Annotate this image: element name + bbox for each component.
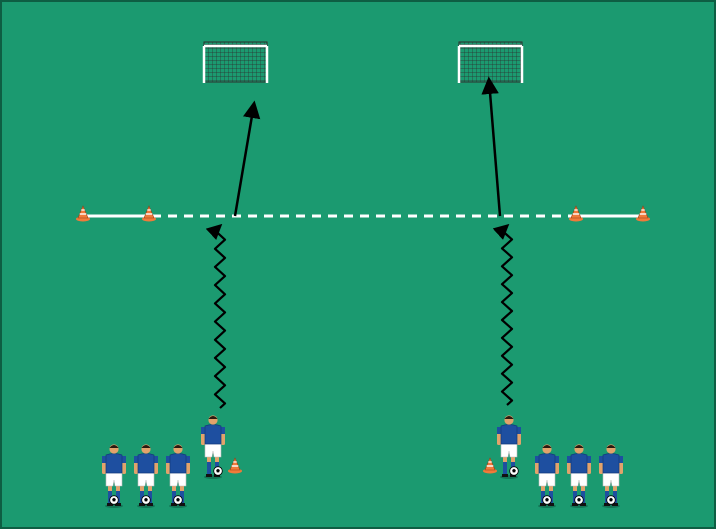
player-dribbler-left (201, 415, 225, 479)
cone-line-far-left (76, 205, 90, 222)
cone-line-far-right (636, 205, 650, 222)
player-dribbler-right (497, 415, 521, 479)
player-waiting-right-2 (567, 444, 591, 508)
cone-start-left (228, 457, 242, 474)
cone-start-right (483, 457, 497, 474)
player-waiting-left-1 (102, 444, 126, 508)
cones (76, 205, 650, 474)
shot-arrow-left (233, 100, 261, 217)
dribble-path-right (492, 223, 514, 406)
shot-arrow-right (481, 76, 502, 217)
player-waiting-right-1 (535, 444, 559, 508)
goal-right (457, 41, 524, 83)
player-waiting-left-3 (166, 444, 190, 508)
dribble-squiggle (205, 223, 227, 409)
dribble-squiggle (492, 223, 514, 406)
player-waiting-left-2 (134, 444, 158, 508)
cone-line-right (569, 205, 583, 222)
dribble-path-left (205, 223, 227, 409)
cone-line-left (142, 205, 156, 222)
player-waiting-right-3 (599, 444, 623, 508)
players (102, 415, 623, 508)
goal-left (202, 41, 269, 83)
